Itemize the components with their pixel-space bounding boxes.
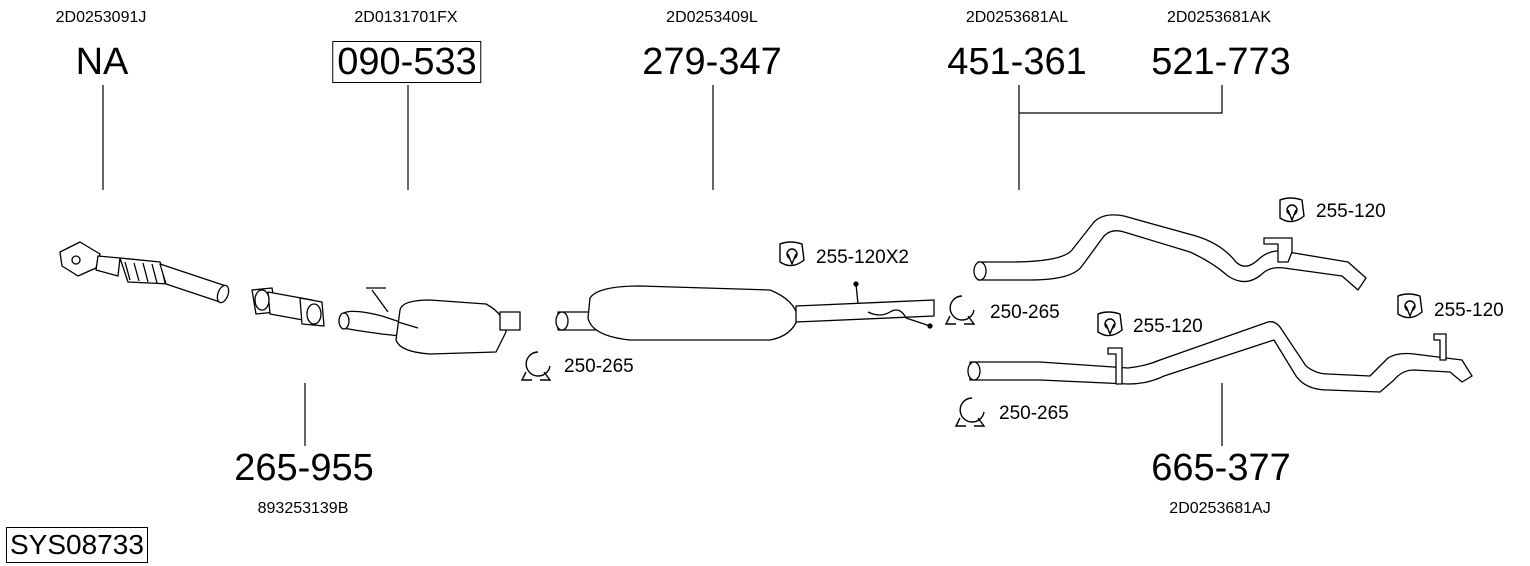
hanger-icon xyxy=(1279,197,1305,223)
fitting-label[interactable]: 250-265 xyxy=(564,356,634,377)
front-pipe-part xyxy=(59,241,230,304)
clamp-icon xyxy=(944,295,976,325)
tail-pipe-lower-part xyxy=(967,321,1473,393)
fitting-label[interactable]: 250-265 xyxy=(990,302,1060,323)
part-number[interactable]: 451-361 xyxy=(947,41,1087,83)
oem-number: 2D0253681AJ xyxy=(1169,500,1271,517)
fitting-label[interactable]: 255-120X2 xyxy=(816,247,909,268)
system-code: SYS08733 xyxy=(6,527,148,563)
oem-number: 2D0253091J xyxy=(55,9,147,26)
oem-number: 2D0253681AK xyxy=(1166,9,1272,26)
part-number[interactable]: 279-347 xyxy=(642,41,782,83)
oem-number: 2D0253681AL xyxy=(965,9,1069,26)
part-number[interactable]: 090-533 xyxy=(332,41,482,83)
clamp-icon xyxy=(520,351,552,381)
clamp-icon xyxy=(954,397,986,427)
connector-pipe-part xyxy=(251,287,325,327)
fitting-label[interactable]: 255-120 xyxy=(1133,316,1203,337)
hanger-icon xyxy=(779,241,805,267)
part-number[interactable]: 521-773 xyxy=(1151,41,1291,83)
hanger-icon xyxy=(1097,311,1123,337)
part-number[interactable]: 665-377 xyxy=(1151,447,1291,489)
oem-number: 893253139B xyxy=(257,500,349,517)
oem-number: 2D0253409L xyxy=(666,9,758,26)
tail-pipe-upper-part xyxy=(973,214,1367,291)
part-number[interactable]: 265-955 xyxy=(234,447,374,489)
leader-line xyxy=(1019,85,1223,114)
fitting-label[interactable]: 250-265 xyxy=(999,403,1069,424)
fitting-label[interactable]: 255-120 xyxy=(1316,201,1386,222)
fitting-label[interactable]: 255-120 xyxy=(1434,300,1504,321)
middle-silencer-part xyxy=(555,281,935,341)
catalytic-converter-part xyxy=(338,287,521,355)
oem-number: 2D0131701FX xyxy=(354,9,458,26)
part-number[interactable]: NA xyxy=(75,41,129,83)
hanger-icon xyxy=(1397,293,1423,319)
